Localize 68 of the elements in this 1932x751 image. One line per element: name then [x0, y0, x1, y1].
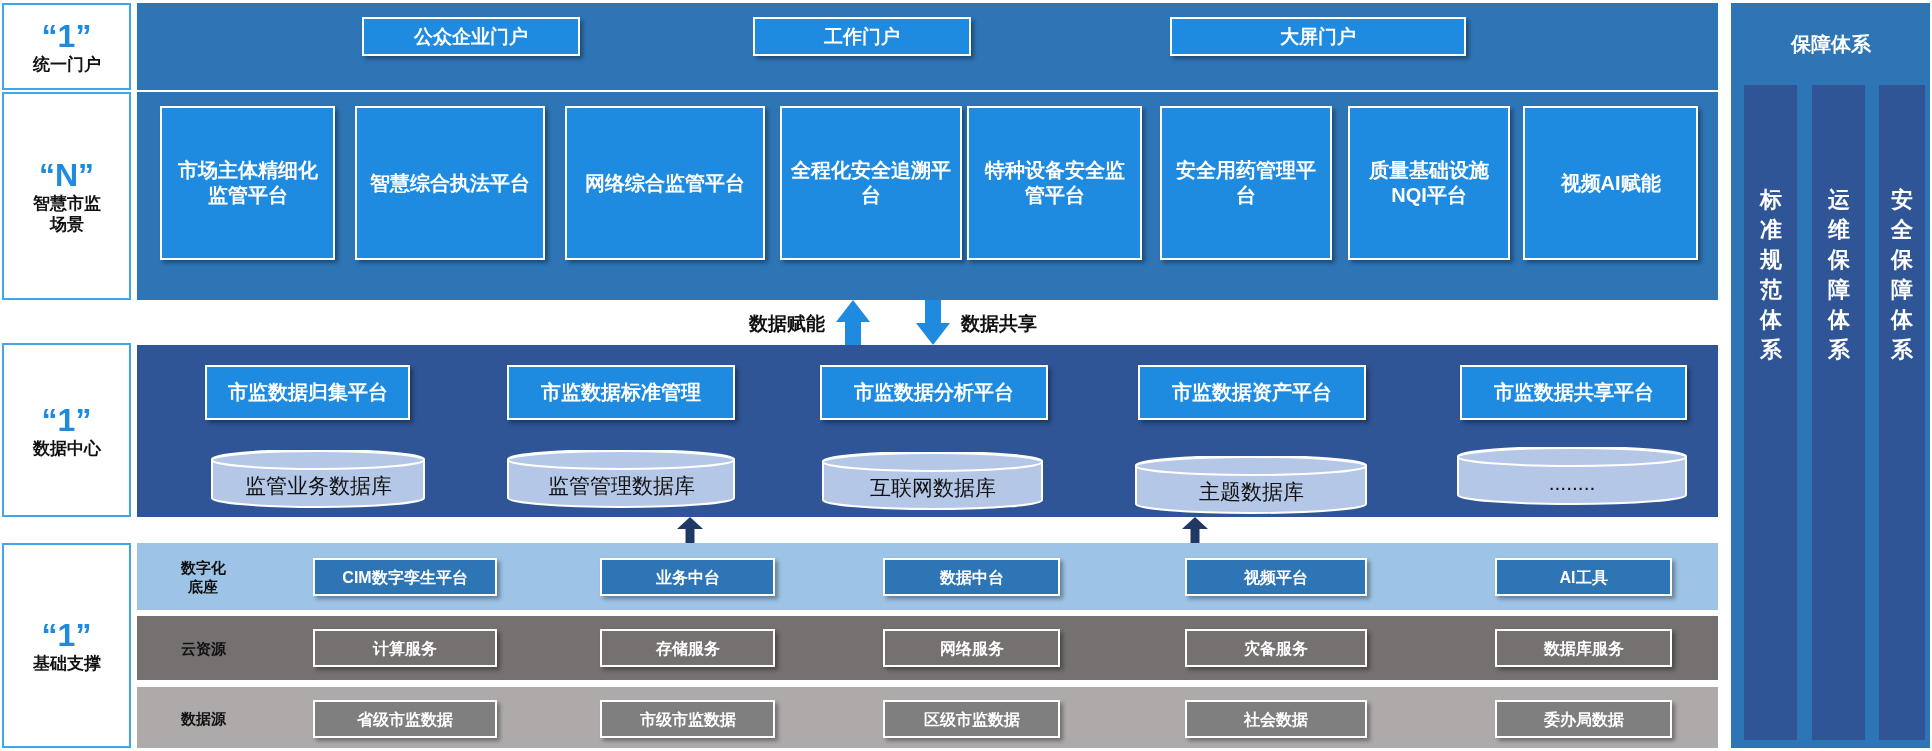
data-source-box: 省级市监数据: [313, 700, 497, 738]
database-cylinder: 主题数据库: [1135, 456, 1367, 514]
layer-label-box: [2, 3, 131, 90]
scenario-box: 特种设备安全监管平台: [967, 106, 1142, 260]
layer-label-box: [2, 343, 131, 517]
database-cylinder: 监管业务数据库: [211, 450, 425, 508]
edge-label: 数据共享: [959, 310, 1039, 337]
arrow: [677, 517, 703, 543]
layer-title: 统一门户: [31, 54, 102, 75]
layer-band: [137, 3, 1718, 90]
layer-title: 数字化底座: [179, 557, 227, 596]
component-box: AI工具: [1495, 558, 1672, 596]
layer-band: [137, 687, 1718, 748]
arrow: [916, 300, 950, 345]
service-box: 网络服务: [883, 629, 1060, 667]
portal-box: 工作门户: [753, 17, 971, 56]
column-box: 标准规范体系: [1744, 85, 1797, 740]
column-box: 安全保障体系: [1879, 85, 1925, 740]
service-box: 数据库服务: [1495, 629, 1672, 667]
service-box: 灾备服务: [1185, 629, 1367, 667]
layer-title: 基础支撑: [31, 653, 102, 674]
data-source-box: 委办局数据: [1495, 700, 1672, 738]
component-box: 视频平台: [1185, 558, 1367, 596]
layer-band: [137, 543, 1718, 610]
edge-label: 数据赋能: [747, 310, 827, 337]
service-box: 计算服务: [313, 629, 497, 667]
layer-title: 云资源: [179, 638, 227, 658]
platform-box: 市监数据资产平台: [1138, 365, 1366, 420]
scenario-box: 网络综合监管平台: [565, 106, 765, 260]
platform-box: 市监数据归集平台: [205, 365, 410, 420]
service-box: 存储服务: [600, 629, 775, 667]
scenario-box: 视频AI赋能: [1523, 106, 1698, 260]
layer-band: [137, 616, 1718, 680]
side-panel: [1731, 3, 1930, 748]
scenario-box: 全程化安全追溯平台: [780, 106, 962, 260]
layer-band: [137, 92, 1718, 300]
component-box: 数据中台: [883, 558, 1060, 596]
data-source-box: 社会数据: [1185, 700, 1367, 738]
layer-title: 保障体系: [1789, 32, 1872, 57]
platform-box: 市监数据标准管理: [507, 365, 735, 420]
portal-box: 大屏门户: [1170, 17, 1466, 56]
layer-number: “N”: [38, 157, 95, 193]
layer-number: “1”: [41, 401, 92, 438]
arrow: [836, 300, 870, 345]
layer-label-box: [2, 92, 131, 300]
component-box: CIM数字孪生平台: [313, 558, 497, 596]
scenario-box: 安全用药管理平台: [1160, 106, 1332, 260]
layer-title: 数据源: [179, 708, 227, 727]
layer-title: 智慧市监场景: [31, 193, 102, 235]
database-cylinder: ........: [1457, 447, 1687, 505]
scenario-box: 智慧综合执法平台: [355, 106, 545, 260]
arrow: [1182, 517, 1208, 543]
data-source-box: 市级市监数据: [600, 700, 775, 738]
portal-box: 公众企业门户: [362, 17, 580, 56]
scenario-box: 市场主体精细化监管平台: [160, 106, 335, 260]
database-cylinder: 监管管理数据库: [507, 450, 735, 508]
data-source-box: 区级市监数据: [883, 700, 1060, 738]
component-box: 业务中台: [600, 558, 775, 596]
database-cylinder: 互联网数据库: [822, 452, 1043, 510]
layer-label-box: [2, 543, 131, 748]
platform-box: 市监数据分析平台: [820, 365, 1048, 420]
layer-band: [137, 345, 1718, 517]
platform-box: 市监数据共享平台: [1460, 365, 1687, 420]
column-box: 运维保障体系: [1812, 85, 1865, 740]
layer-title: 数据中心: [31, 437, 102, 459]
layer-number: “1”: [41, 18, 92, 54]
layer-number: “1”: [41, 617, 92, 653]
scenario-box: 质量基础设施NQI平台: [1348, 106, 1510, 260]
